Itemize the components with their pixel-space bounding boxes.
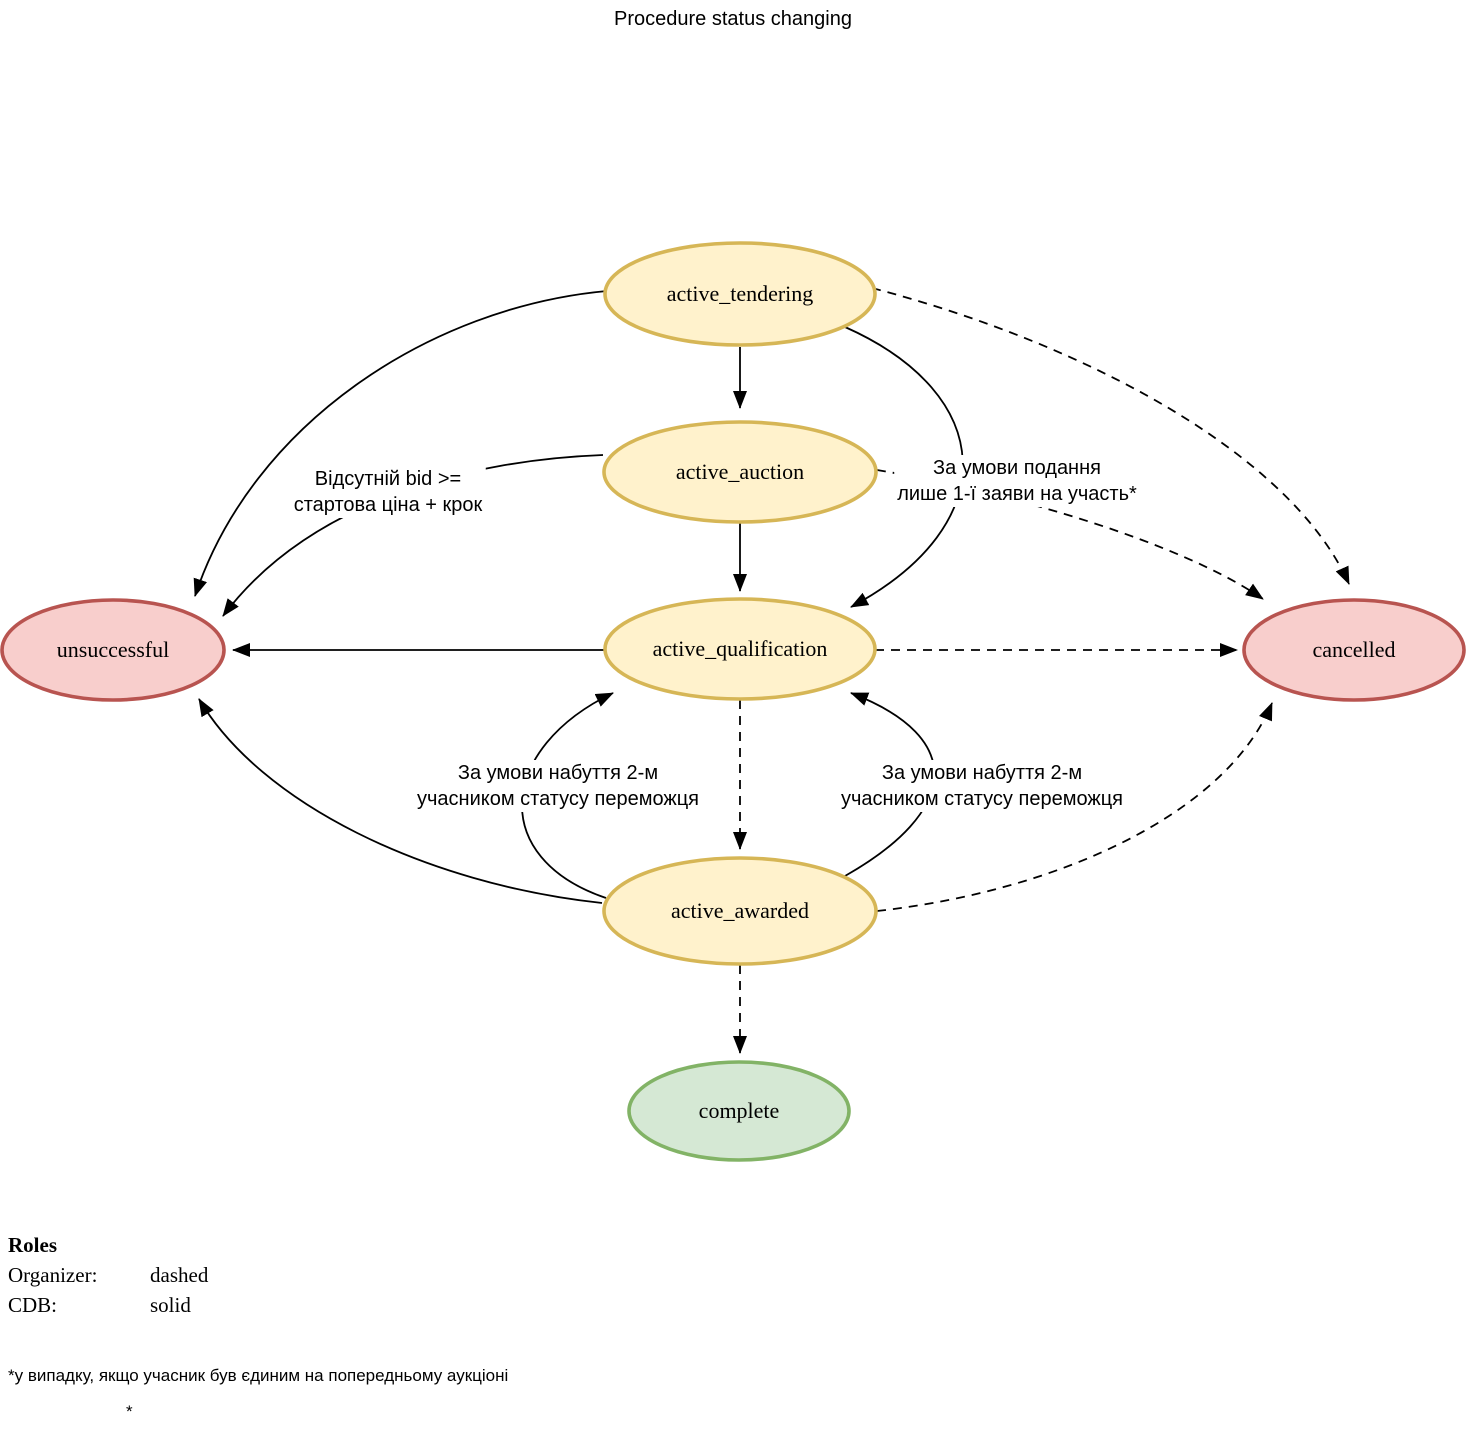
node-active-awarded bbox=[602, 856, 878, 966]
node-active-qualification bbox=[603, 597, 877, 701]
edge-active-awarded-to-unsuccessful bbox=[198, 698, 603, 904]
node-label-active-auction: active_auction bbox=[675, 459, 805, 484]
node-label-active-tendering: active_tendering bbox=[666, 281, 814, 306]
edge-label-single-application: За умови подання лише 1-ї заяви на участ… bbox=[894, 455, 1140, 507]
node-complete bbox=[627, 1060, 851, 1162]
edge-label-second-winner-right: За умови набуття 2-м учасником статусу п… bbox=[837, 760, 1127, 812]
node-label-unsuccessful: unsuccessful bbox=[56, 637, 170, 662]
node-cancelled bbox=[1242, 598, 1466, 702]
node-label-active-awarded: active_awarded bbox=[670, 898, 810, 923]
legend-row-cdb: CDB: solid bbox=[8, 1290, 208, 1320]
legend-role-cdb: CDB: bbox=[8, 1293, 58, 1317]
legend-style-organizer: dashed bbox=[150, 1263, 209, 1287]
node-label-complete: complete bbox=[698, 1098, 780, 1123]
node-label-active-qualification: active_qualification bbox=[652, 636, 828, 661]
node-unsuccessful bbox=[0, 598, 226, 702]
edge-label-second-winner-left: За умови набуття 2-м учасником статусу п… bbox=[413, 760, 703, 812]
legend-style-cdb: solid bbox=[150, 1293, 191, 1317]
legend: Roles Organizer: dashed CDB: solid bbox=[8, 1230, 208, 1320]
edge-label-no-bid: Відсутній bid >= стартова ціна + крок bbox=[290, 466, 486, 518]
nodes-layer bbox=[0, 241, 1466, 1162]
edge-active-awarded-to-cancelled bbox=[876, 702, 1273, 912]
footnote: *у випадку, якщо учасник був єдиним на п… bbox=[8, 1366, 509, 1385]
node-active-auction bbox=[602, 420, 878, 524]
edge-active-tendering-to-cancelled bbox=[871, 287, 1350, 585]
legend-row-organizer: Organizer: dashed bbox=[8, 1260, 208, 1290]
diagram-title: Procedure status changing bbox=[614, 8, 852, 30]
legend-heading: Roles bbox=[8, 1233, 57, 1257]
node-active-tendering bbox=[603, 241, 877, 347]
node-label-cancelled: cancelled bbox=[1312, 637, 1396, 662]
footnote-asterisk: * bbox=[126, 1402, 133, 1421]
legend-role-organizer: Organizer: bbox=[8, 1263, 98, 1287]
edge-active-tendering-to-unsuccessful bbox=[193, 290, 608, 597]
